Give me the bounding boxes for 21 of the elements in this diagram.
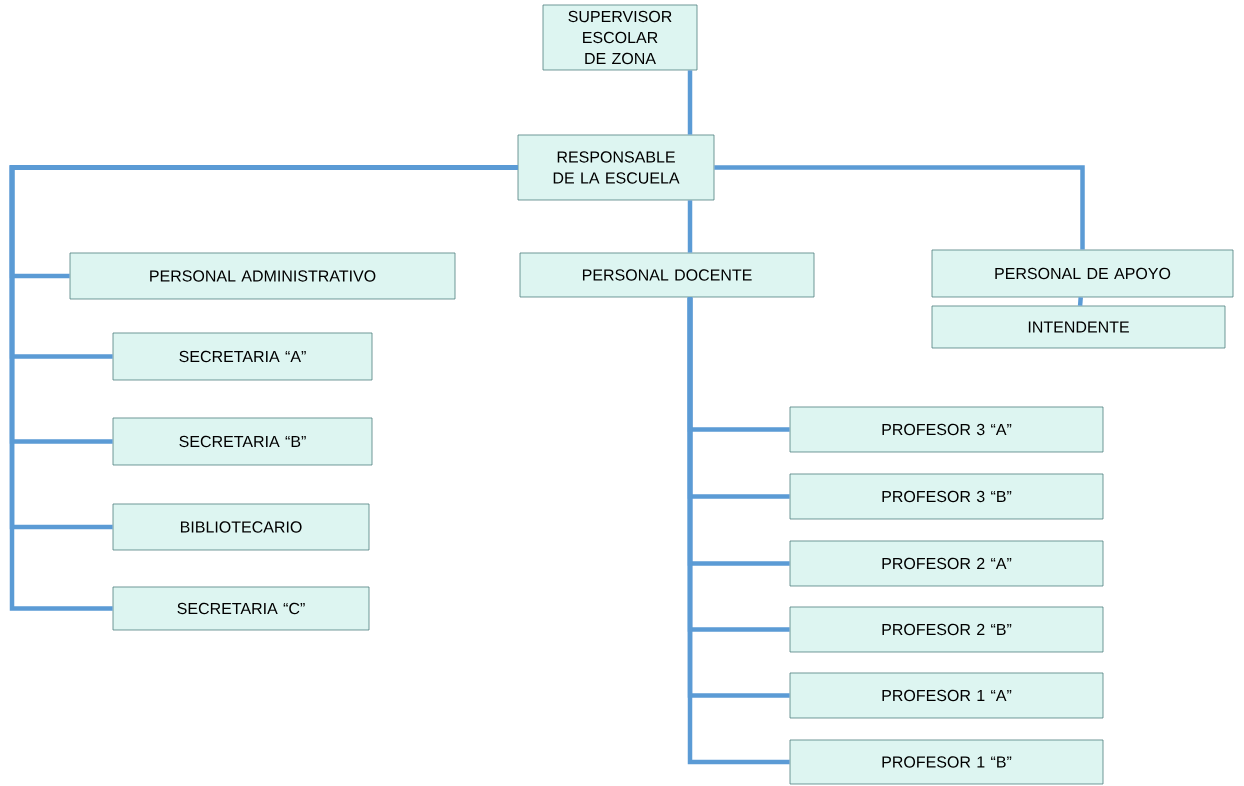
org-box: PROFESOR 1 “B” (789, 739, 1104, 785)
org-box: PROFESOR 1 “A” (789, 672, 1104, 719)
org-box: SUPERVISOR ESCOLAR DE ZONA (542, 4, 698, 71)
org-box: PERSONAL ADMINISTRATIVO (69, 252, 456, 300)
connector-line (714, 165, 1085, 250)
connector-line (687, 70, 693, 135)
org-box: BIBLIOTECARIO (112, 503, 370, 551)
org-box: PROFESOR 3 “A” (789, 406, 1104, 453)
connector-line (1077, 297, 1083, 306)
org-box: RESPONSABLE DE LA ESCUELA (517, 134, 715, 201)
org-box: INTENDENTE (931, 305, 1226, 349)
org-box: SECRETARIA “B” (112, 417, 373, 466)
org-box: SECRETARIA “C” (112, 586, 370, 631)
connector-line (9, 165, 518, 611)
org-box: PROFESOR 3 “B” (789, 473, 1104, 520)
connector-line (687, 200, 693, 253)
org-box: PROFESOR 2 “A” (789, 540, 1104, 587)
org-box: SECRETARIA “A” (112, 332, 373, 381)
org-box: PROFESOR 2 “B” (789, 606, 1104, 653)
org-box: PERSONAL DE APOYO (931, 249, 1234, 298)
org-box: PERSONAL DOCENTE (519, 252, 815, 298)
